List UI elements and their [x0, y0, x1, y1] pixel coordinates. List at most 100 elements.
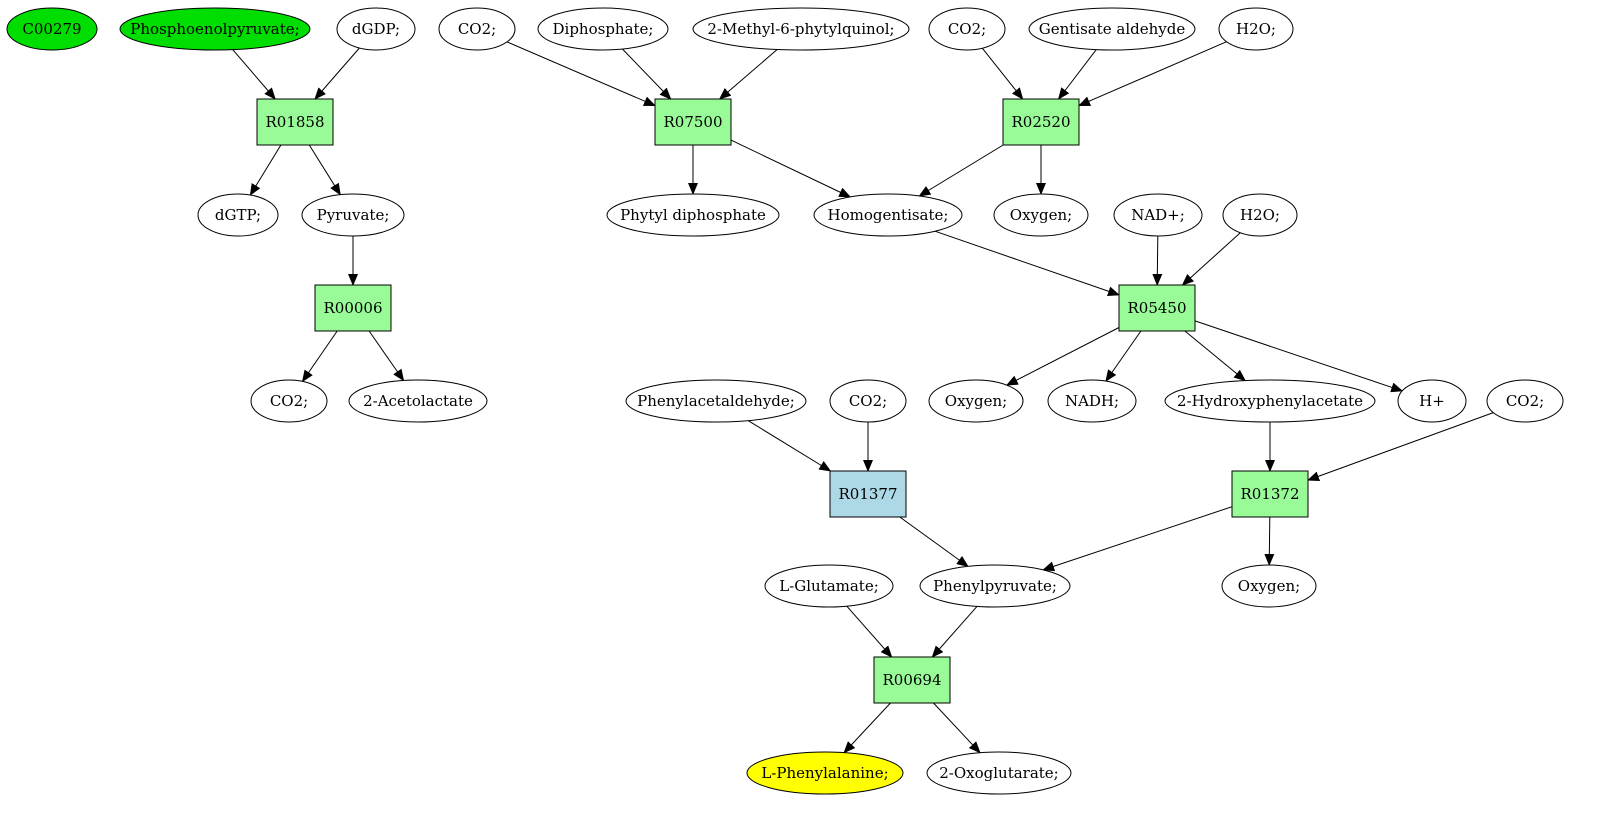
- reaction-box: [829, 470, 907, 518]
- compound-node-h2o_b[interactable]: H2O;: [1222, 193, 1298, 237]
- node-label: R00694: [882, 671, 941, 689]
- compound-node-phenylpyruvate[interactable]: Phenylpyruvate;: [919, 564, 1071, 608]
- reaction-node-r01377[interactable]: R01377: [829, 470, 907, 518]
- reaction-box: [1231, 470, 1309, 518]
- edge-r00694-to-oxoglutarate: [933, 702, 981, 754]
- compound-node-co2_e[interactable]: CO2;: [1486, 379, 1564, 423]
- compound-ellipse: [6, 7, 98, 51]
- edge-r01372-to-phenylpyruvate: [1042, 506, 1233, 572]
- compound-ellipse: [919, 564, 1071, 608]
- edge-r01377-to-phenylpyruvate: [899, 516, 969, 567]
- node-label: L-Glutamate;: [779, 577, 879, 595]
- compound-node-co2_c[interactable]: CO2;: [250, 379, 328, 423]
- compound-ellipse: [119, 7, 311, 51]
- reaction-node-r00694[interactable]: R00694: [873, 656, 951, 704]
- reaction-node-r05450[interactable]: R05450: [1118, 284, 1196, 332]
- reaction-box: [256, 98, 334, 146]
- node-label: Oxygen;: [1010, 206, 1072, 224]
- compound-node-co2_d[interactable]: CO2;: [829, 379, 907, 423]
- compound-ellipse: [348, 379, 488, 423]
- compound-node-diphosphate[interactable]: Diphosphate;: [537, 7, 669, 51]
- node-label: L-Phenylalanine;: [761, 764, 888, 782]
- reaction-box: [1002, 98, 1080, 146]
- compound-node-pyruvate[interactable]: Pyruvate;: [301, 193, 405, 237]
- compound-node-nad[interactable]: NAD+;: [1113, 193, 1203, 237]
- compound-ellipse: [301, 193, 405, 237]
- edge-phenylacetaldehyde-to-r01377: [747, 420, 832, 472]
- node-label: C00279: [22, 20, 81, 38]
- compound-node-oxoglutarate[interactable]: 2-Oxoglutarate;: [926, 751, 1072, 795]
- edge-homogentisate-to-r05450: [934, 230, 1120, 297]
- compound-node-nadh[interactable]: NADH;: [1047, 379, 1137, 423]
- edge-r01858-to-dgtp: [249, 144, 282, 196]
- compound-node-hplus[interactable]: H+: [1397, 379, 1467, 423]
- edge-r00006-to-acetolactate: [368, 330, 405, 382]
- compound-node-h2o_a[interactable]: H2O;: [1218, 7, 1294, 51]
- edge-r05450-to-oxygen_b: [1005, 327, 1120, 386]
- compound-node-glutamate[interactable]: L-Glutamate;: [764, 564, 894, 608]
- compound-ellipse: [813, 193, 963, 237]
- node-label: Oxygen;: [945, 392, 1007, 410]
- node-label: NAD+;: [1131, 206, 1185, 224]
- edge-r07500-to-homogentisate: [730, 139, 852, 198]
- node-label: Pyruvate;: [317, 206, 390, 224]
- compound-node-homogentisate[interactable]: Homogentisate;: [813, 193, 963, 237]
- node-label: CO2;: [270, 392, 308, 410]
- reaction-box: [654, 98, 732, 146]
- compound-node-oxygen_c[interactable]: Oxygen;: [1221, 564, 1317, 608]
- compound-node-dgdp[interactable]: dGDP;: [336, 7, 416, 51]
- node-label: Diphosphate;: [553, 20, 654, 38]
- reaction-box: [1118, 284, 1196, 332]
- nodes-layer: C00279 Phosphoenolpyruvate; dGDP; CO2; Dipho…: [6, 7, 1564, 795]
- compound-ellipse: [1113, 193, 1203, 237]
- reaction-node-r07500[interactable]: R07500: [654, 98, 732, 146]
- node-label: CO2;: [458, 20, 496, 38]
- compound-ellipse: [1047, 379, 1137, 423]
- compound-node-phytyl[interactable]: Phytyl diphosphate: [606, 193, 780, 237]
- node-label: R01372: [1240, 485, 1299, 503]
- compound-ellipse: [1486, 379, 1564, 423]
- compound-node-gentisate[interactable]: Gentisate aldehyde: [1028, 7, 1196, 51]
- edge-r05450-to-hpa: [1184, 330, 1246, 382]
- reaction-node-r00006[interactable]: R00006: [314, 284, 392, 332]
- compound-ellipse: [250, 379, 328, 423]
- compound-node-mpq[interactable]: 2-Methyl-6-phytylquinol;: [692, 7, 910, 51]
- compound-node-dgtp[interactable]: dGTP;: [197, 193, 279, 237]
- node-label: R05450: [1127, 299, 1186, 317]
- node-label: dGTP;: [215, 206, 261, 224]
- compound-node-co2_a[interactable]: CO2;: [438, 7, 516, 51]
- node-label: CO2;: [849, 392, 887, 410]
- node-label: 2-Methyl-6-phytylquinol;: [707, 20, 894, 38]
- reaction-box: [314, 284, 392, 332]
- node-label: 2-Oxoglutarate;: [939, 764, 1059, 782]
- edge-diphosphate-to-r07500: [622, 48, 672, 100]
- node-label: Homogentisate;: [828, 206, 949, 224]
- compound-node-oxygen_b[interactable]: Oxygen;: [928, 379, 1024, 423]
- reaction-node-r02520[interactable]: R02520: [1002, 98, 1080, 146]
- node-label: dGDP;: [352, 20, 400, 38]
- compound-ellipse: [829, 379, 907, 423]
- node-label: R01377: [838, 485, 897, 503]
- compound-ellipse: [197, 193, 279, 237]
- compound-node-acetolactate[interactable]: 2-Acetolactate: [348, 379, 488, 423]
- reaction-node-r01858[interactable]: R01858: [256, 98, 334, 146]
- compound-ellipse: [1218, 7, 1294, 51]
- reaction-box: [873, 656, 951, 704]
- node-label: 2-Hydroxyphenylacetate: [1177, 392, 1363, 410]
- compound-node-oxygen_a[interactable]: Oxygen;: [993, 193, 1089, 237]
- node-label: 2-Acetolactate: [363, 392, 473, 410]
- compound-ellipse: [537, 7, 669, 51]
- compound-node-hpa[interactable]: 2-Hydroxyphenylacetate: [1164, 379, 1376, 423]
- reaction-node-r01372[interactable]: R01372: [1231, 470, 1309, 518]
- compound-node-phenylalanine[interactable]: L-Phenylalanine;: [746, 751, 904, 795]
- compound-node-co2_b[interactable]: CO2;: [928, 7, 1006, 51]
- compound-ellipse: [1221, 564, 1317, 608]
- compound-node-c00279[interactable]: C00279: [6, 7, 98, 51]
- compound-node-phenylacetaldehyde[interactable]: Phenylacetaldehyde;: [625, 379, 807, 423]
- edge-r05450-to-nadh: [1105, 330, 1142, 382]
- node-label: H2O;: [1240, 206, 1280, 224]
- edge-mpq-to-r07500: [718, 49, 778, 100]
- edge-gentisate-to-r02520: [1057, 49, 1097, 100]
- compound-node-pep[interactable]: Phosphoenolpyruvate;: [119, 7, 311, 51]
